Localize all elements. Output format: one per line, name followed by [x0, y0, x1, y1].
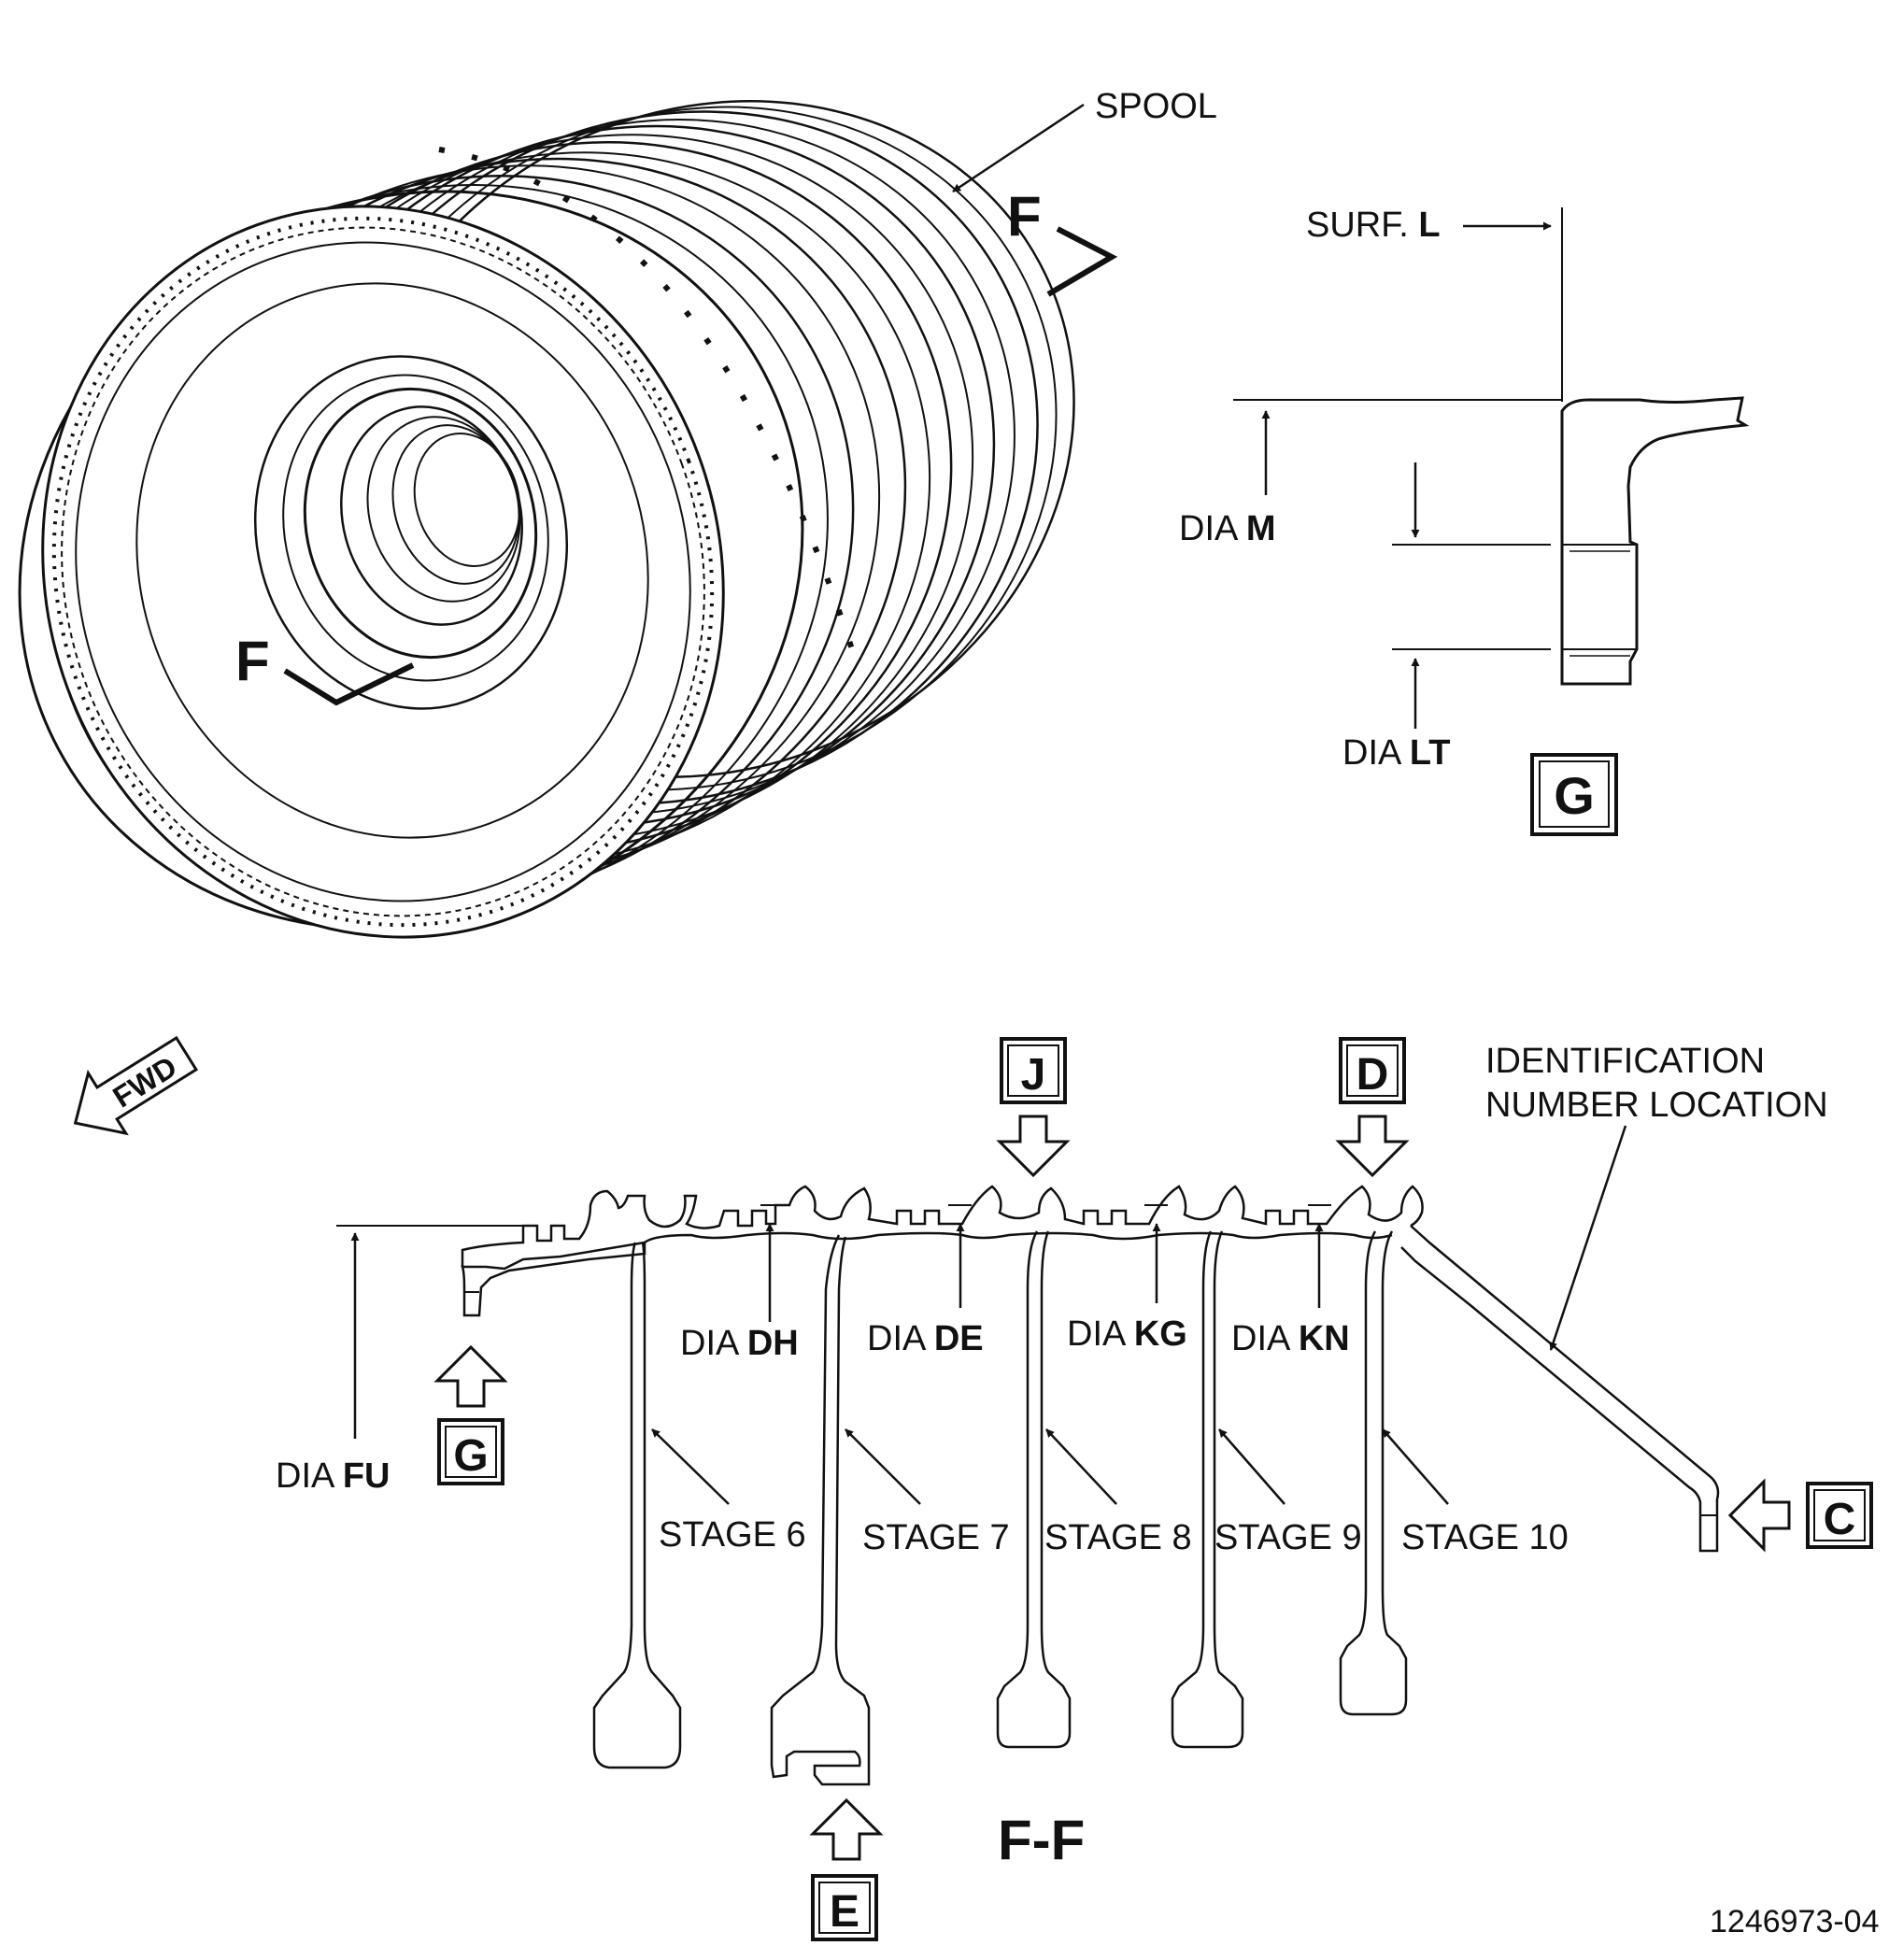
view-box-d: D	[1339, 1037, 1406, 1104]
svg-text:J: J	[1021, 1050, 1046, 1100]
stage9-leader	[1218, 1428, 1285, 1505]
section-arrow-top	[1046, 226, 1118, 297]
section-mark-center: F	[235, 630, 270, 692]
stage10-leader	[1382, 1428, 1449, 1505]
detail-g	[1233, 207, 1750, 686]
dia-lt-label: DIA LT	[1342, 733, 1450, 773]
view-arrow-d	[1335, 1115, 1410, 1178]
spool-drawing	[18, 100, 1075, 939]
id-location-label-line1: IDENTIFICATION	[1485, 1042, 1765, 1081]
stage6-label: STAGE 6	[659, 1515, 806, 1555]
view-box-g-section: G	[437, 1418, 504, 1485]
view-arrow-g-section	[433, 1344, 508, 1408]
svg-text:G: G	[453, 1431, 488, 1481]
view-box-c: C	[1806, 1482, 1873, 1549]
dia-de-label: DIA DE	[867, 1319, 984, 1358]
svg-text:E: E	[830, 1887, 859, 1937]
stage10-label: STAGE 10	[1401, 1518, 1569, 1557]
figure-number: 1246973-04	[1710, 1904, 1880, 1939]
surf-label: SURF. L	[1306, 206, 1441, 245]
dia-kn-label: DIA KN	[1231, 1319, 1350, 1358]
view-box-g-detail: G	[1530, 753, 1618, 836]
view-arrow-e	[809, 1797, 884, 1861]
section-arrow-center	[283, 662, 415, 706]
id-location-leader	[1549, 1125, 1627, 1351]
section-title: F-F	[998, 1809, 1085, 1871]
dia-m-label: DIA M	[1179, 509, 1275, 548]
section-ff-profile	[461, 1185, 1720, 1786]
spool-leader	[952, 103, 1085, 193]
dia-kg-label: DIA KG	[1067, 1314, 1187, 1354]
id-location-label-line2: NUMBER LOCATION	[1485, 1086, 1828, 1125]
svg-text:G: G	[1554, 766, 1595, 825]
section-mark-top: F	[1007, 185, 1042, 248]
dia-fu-label: DIA FU	[276, 1456, 390, 1496]
view-box-j: J	[1000, 1037, 1067, 1104]
stage8-leader	[1045, 1428, 1117, 1505]
fwd-arrow: FWD	[73, 1035, 199, 1136]
stage7-leader	[845, 1428, 921, 1505]
stage9-label: STAGE 9	[1214, 1518, 1362, 1557]
view-box-e: E	[811, 1874, 878, 1941]
view-arrow-c	[1727, 1478, 1791, 1553]
svg-text:D: D	[1356, 1050, 1389, 1100]
dia-dh-label: DIA DH	[680, 1324, 799, 1363]
spool-label: SPOOL	[1095, 87, 1217, 126]
stage7-label: STAGE 7	[862, 1518, 1010, 1557]
view-arrow-j	[996, 1115, 1071, 1178]
stage6-leader	[651, 1428, 730, 1505]
stage8-label: STAGE 8	[1044, 1518, 1192, 1557]
svg-text:C: C	[1824, 1495, 1856, 1544]
